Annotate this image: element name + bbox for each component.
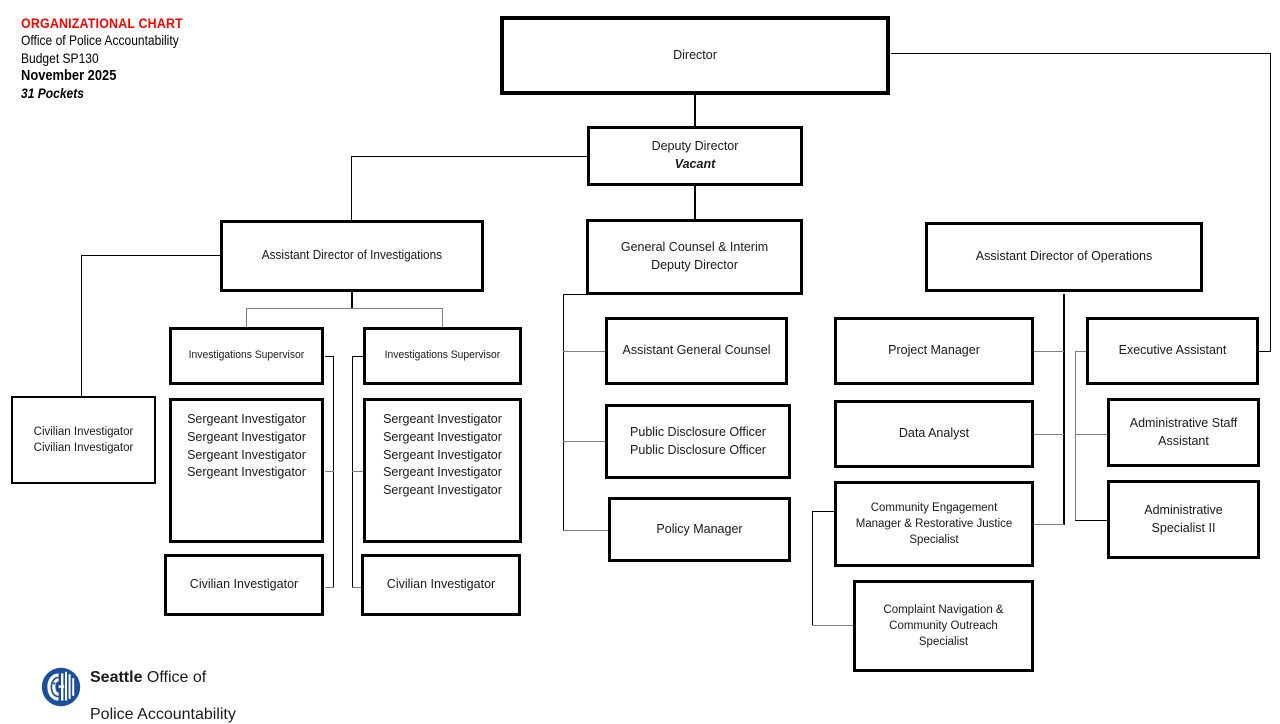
- box-complaint-navigation-specialist[interactable]: Complaint Navigation & Community Outreac…: [853, 580, 1034, 672]
- box-investigations-supervisor-1-label: Investigations Supervisor: [188, 349, 305, 362]
- chart-date: November 2025: [21, 66, 117, 84]
- opa-logo-line1: Seattle Office of: [90, 669, 206, 686]
- connector-deputy-left-h: [351, 156, 588, 157]
- box-civilian-investigator-right-label: Civilian Investigator: [386, 577, 496, 592]
- connector-gc-to-public-disclosure: [563, 441, 606, 442]
- box-deputy-director[interactable]: Deputy Director Vacant: [587, 126, 803, 186]
- box-assistant-director-investigations[interactable]: Assistant Director of Investigations: [220, 220, 484, 292]
- box-deputy-director-title: Deputy Director: [651, 139, 739, 154]
- box-data-analyst[interactable]: Data Analyst: [834, 400, 1034, 468]
- box-general-counsel-label: General Counsel & Interim Deputy Directo…: [620, 240, 769, 272]
- connector-gc-rail-v: [563, 294, 564, 531]
- connector-director-right-rail-v: [1270, 53, 1271, 351]
- connector-deputy-general-counsel: [694, 186, 696, 219]
- chart-office: Office of Police Accountability: [21, 32, 179, 49]
- box-deputy-director-label: Deputy Director Vacant: [646, 121, 745, 192]
- box-policy-manager-label: Policy Manager: [656, 521, 743, 536]
- box-administrative-specialist-ii[interactable]: Administrative Specialist II: [1107, 480, 1260, 559]
- connector-supervisor1-stub: [325, 356, 334, 357]
- opa-logo-seattle: Seattle: [90, 668, 143, 686]
- box-investigations-supervisor-2[interactable]: Investigations Supervisor: [363, 327, 522, 385]
- connector-ce-rail-v: [812, 511, 813, 625]
- connector-gc-to-asst-general-counsel: [563, 351, 606, 352]
- box-sergeant-investigators-right[interactable]: Sergeant Investigator Sergeant Investiga…: [363, 398, 522, 543]
- box-administrative-staff-assistant[interactable]: Administrative Staff Assistant: [1107, 398, 1260, 467]
- box-complaint-navigation-specialist-label: Complaint Navigation & Community Outreac…: [883, 603, 1004, 649]
- box-assistant-director-operations-label: Assistant Director of Operations: [975, 249, 1153, 264]
- opa-logo-line2: Police Accountability: [90, 705, 236, 723]
- box-executive-assistant[interactable]: Executive Assistant: [1086, 317, 1259, 385]
- box-public-disclosure-officers-label: Public Disclosure Officer Public Disclos…: [630, 424, 766, 457]
- box-civilian-investigators-top-label: Civilian Investigator Civilian Investiga…: [33, 425, 134, 454]
- box-public-disclosure-officers[interactable]: Public Disclosure Officer Public Disclos…: [605, 404, 791, 479]
- box-director-label: Director: [673, 47, 717, 62]
- connector-ado-to-data-analyst: [1034, 434, 1064, 435]
- connector-adi-to-supervisor-1: [246, 308, 247, 328]
- chart-title: ORGANIZATIONAL CHART: [21, 16, 183, 31]
- connector-ado-to-project-manager: [1034, 351, 1064, 352]
- box-general-counsel[interactable]: General Counsel & Interim Deputy Directo…: [586, 219, 803, 295]
- box-assistant-general-counsel[interactable]: Assistant General Counsel: [605, 317, 788, 385]
- box-director[interactable]: Director: [500, 16, 890, 95]
- connector-adi-to-supervisor-2: [442, 308, 443, 328]
- box-project-manager-label: Project Manager: [888, 343, 980, 358]
- box-civilian-investigator-right[interactable]: Civilian Investigator: [361, 554, 521, 616]
- box-assistant-director-investigations-label: Assistant Director of Investigations: [261, 248, 443, 263]
- box-project-manager[interactable]: Project Manager: [834, 317, 1034, 385]
- connector-adi-left-v: [81, 255, 82, 397]
- box-sergeant-investigators-left[interactable]: Sergeant Investigator Sergeant Investiga…: [169, 398, 324, 543]
- chart-header: ORGANIZATIONAL CHART Office of Police Ac…: [21, 16, 204, 102]
- chart-budget: Budget SP130: [21, 49, 99, 66]
- box-assistant-director-operations[interactable]: Assistant Director of Operations: [925, 222, 1203, 292]
- connector-gc-to-policy-manager: [563, 530, 609, 531]
- connector-right-rail-to-admin-staff-assistant: [1075, 434, 1108, 435]
- box-community-engagement-manager-label: Community Engagement Manager & Restorati…: [855, 501, 1013, 547]
- box-civilian-investigator-left-label: Civilian Investigator: [189, 577, 299, 592]
- chart-position-count: 31 Pockets: [21, 84, 84, 101]
- connector-director-to-exec-assistant: [1258, 351, 1271, 352]
- connector-supervisor1-to-civilian: [325, 587, 334, 588]
- connector-supervisor2-to-sergeants: [352, 471, 363, 472]
- box-policy-manager[interactable]: Policy Manager: [608, 497, 791, 562]
- box-investigations-supervisor-2-label: Investigations Supervisor: [384, 349, 501, 362]
- connector-ce-rail-h: [812, 511, 836, 512]
- connector-director-deputy: [694, 95, 696, 126]
- connector-adi-left-h: [81, 255, 220, 256]
- box-deputy-director-status: Vacant: [674, 157, 716, 171]
- box-community-engagement-manager[interactable]: Community Engagement Manager & Restorati…: [834, 481, 1034, 567]
- connector-gc-rail-h-top: [563, 294, 588, 295]
- connector-ado-right-rail-v: [1075, 351, 1076, 521]
- opa-logo-office-of: Office of: [142, 668, 207, 686]
- connector-supervisor2-stub: [352, 356, 363, 357]
- connector-ado-stem-left: [1063, 294, 1065, 525]
- box-sergeant-investigators-left-label: Sergeant Investigator Sergeant Investiga…: [187, 412, 306, 480]
- connector-adi-crossbar: [246, 308, 443, 309]
- box-civilian-investigators-top[interactable]: Civilian Investigator Civilian Investiga…: [11, 396, 156, 484]
- connector-supervisor2-to-civilian: [352, 587, 363, 588]
- box-investigations-supervisor-1[interactable]: Investigations Supervisor: [169, 327, 324, 385]
- connector-ce-to-complaint-navigation: [812, 625, 854, 626]
- box-sergeant-investigators-right-label: Sergeant Investigator Sergeant Investiga…: [383, 412, 502, 497]
- seattle-city-logo-icon: [41, 667, 81, 707]
- connector-deputy-left-v: [351, 156, 352, 220]
- box-data-analyst-label: Data Analyst: [898, 426, 970, 441]
- connector-director-right-rail-h: [891, 53, 1271, 54]
- connector-right-rail-to-admin-specialist: [1075, 520, 1108, 521]
- opa-logo: Seattle Office of Police Accountability: [41, 650, 236, 724]
- box-administrative-specialist-ii-label: Administrative Specialist II: [1144, 502, 1223, 535]
- box-executive-assistant-label: Executive Assistant: [1118, 343, 1227, 358]
- connector-right-rail-to-exec-assistant: [1075, 351, 1086, 352]
- opa-logo-text: Seattle Office of Police Accountability: [90, 650, 236, 724]
- box-assistant-general-counsel-label: Assistant General Counsel: [622, 343, 771, 358]
- box-administrative-staff-assistant-label: Administrative Staff Assistant: [1129, 415, 1238, 448]
- connector-ado-to-community-engagement: [1034, 524, 1064, 525]
- connector-adi-stem: [351, 292, 353, 309]
- connector-supervisor1-to-sergeants: [325, 471, 334, 472]
- box-civilian-investigator-left[interactable]: Civilian Investigator: [164, 554, 324, 616]
